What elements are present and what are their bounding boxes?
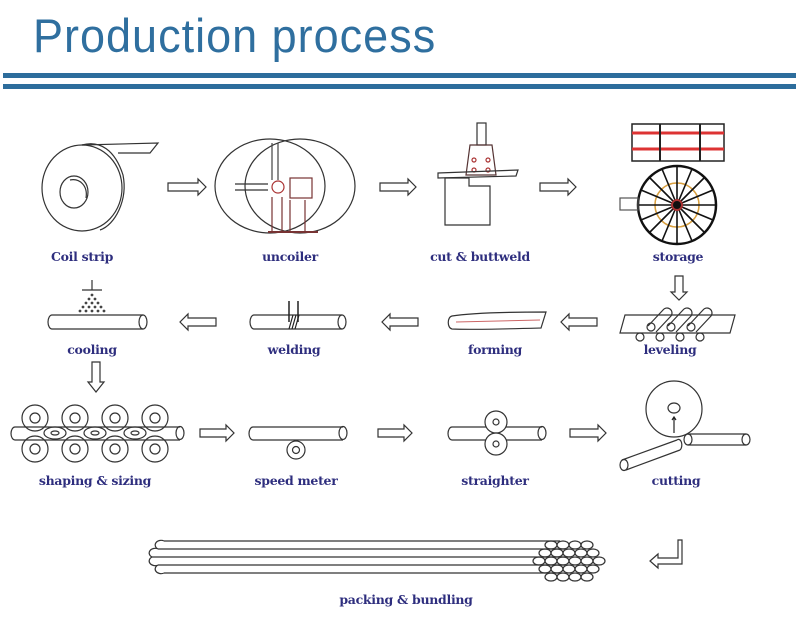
uncoiler-illustration (214, 138, 356, 234)
speed-meter-illustration (248, 425, 348, 460)
step-label-cooling: cooling (67, 342, 117, 357)
forming-illustration (447, 311, 547, 331)
straighter-illustration (447, 410, 547, 456)
welding-illustration (249, 301, 347, 330)
arrow-right-icon (539, 177, 577, 197)
title-rule-top (3, 73, 796, 78)
shaping-sizing-illustration (10, 404, 185, 463)
arrow-right-icon (199, 423, 235, 443)
step-label-straighter: straighter (461, 473, 529, 488)
step-label-cut-buttweld: cut & buttweld (430, 249, 530, 264)
arrow-left-turn-icon (649, 539, 683, 570)
step-label-uncoiler: uncoiler (262, 249, 318, 264)
arrow-right-icon (377, 423, 413, 443)
step-label-speed-meter: speed meter (254, 473, 338, 488)
step-label-forming: forming (467, 342, 523, 357)
arrow-left-icon (179, 312, 217, 332)
arrow-left-icon (381, 312, 419, 332)
step-label-leveling: leveling (643, 342, 697, 357)
step-label-welding: welding (267, 342, 321, 357)
arrow-right-icon (167, 177, 207, 197)
step-label-packing-bundling: packing & bundling (339, 592, 473, 607)
page-title: Production process (33, 8, 437, 63)
step-label-coil-strip: Coil strip (50, 249, 114, 264)
arrow-right-icon (569, 423, 607, 443)
leveling-illustration (619, 307, 736, 342)
cut-buttweld-illustration (437, 122, 519, 226)
cooling-illustration (47, 280, 148, 330)
arrow-right-icon (379, 177, 417, 197)
packing-bundling-illustration (148, 539, 606, 582)
title-rule-bottom (3, 84, 796, 89)
step-label-cutting: cutting (651, 473, 701, 488)
step-label-shaping-sizing: shaping & sizing (38, 473, 152, 488)
step-label-storage: storage (652, 249, 704, 264)
cutting-illustration (619, 380, 751, 472)
arrow-left-icon (560, 312, 598, 332)
arrow-down-icon (669, 275, 689, 301)
arrow-down-icon (86, 361, 106, 393)
coil-strip-illustration (41, 142, 160, 232)
storage-illustration (619, 123, 725, 246)
